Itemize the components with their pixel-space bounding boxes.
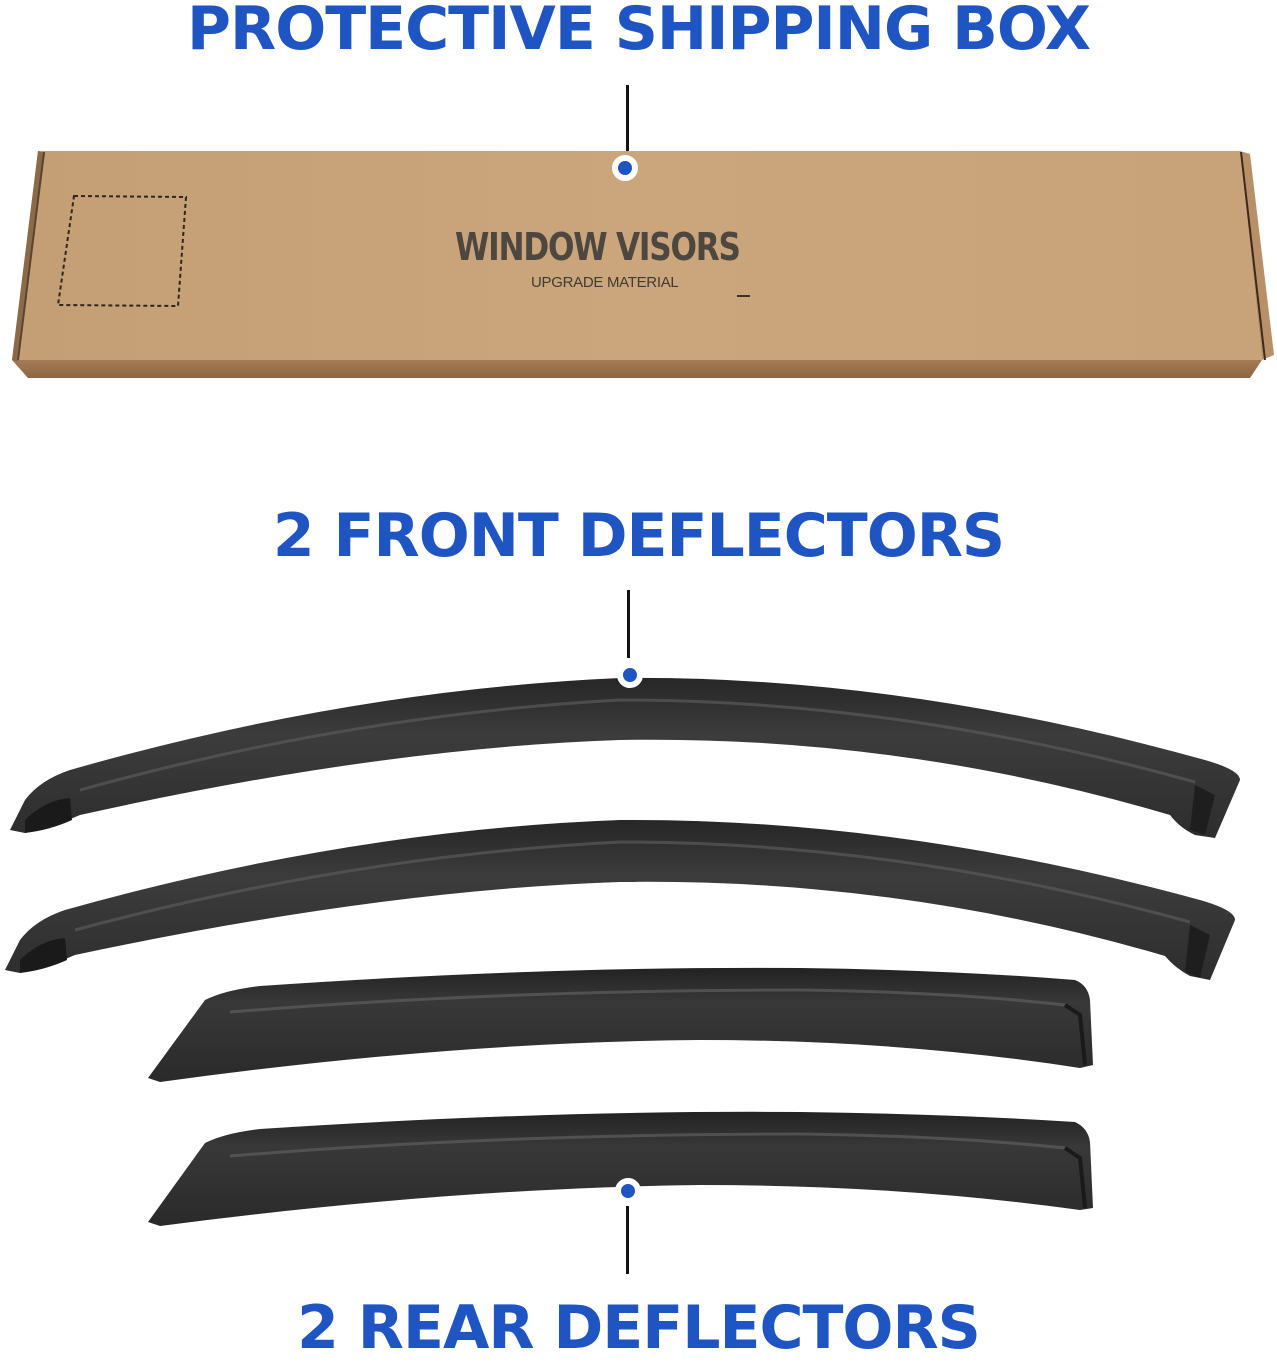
- rear-deflector-2: [148, 1111, 1093, 1226]
- heading-rear-deflectors: 2 REAR DEFLECTORS: [297, 1293, 981, 1363]
- front-deflector-2: [5, 819, 1235, 980]
- leader-line-rear: [626, 1206, 629, 1274]
- box-print-title: WINDOW VISORS: [455, 225, 741, 269]
- shipping-box-image: [0, 140, 1277, 400]
- box-print-subtitle: UPGRADE MATERIAL: [531, 274, 679, 291]
- heading-shipping-box: PROTECTIVE SHIPPING BOX: [187, 0, 1091, 64]
- rear-deflector-1: [148, 967, 1093, 1082]
- marker-dot-box: [612, 155, 638, 181]
- heading-front-deflectors: 2 FRONT DEFLECTORS: [272, 501, 1005, 571]
- marker-dot-front: [617, 662, 643, 688]
- deflectors-image: [0, 660, 1277, 1240]
- front-deflector-1: [10, 677, 1240, 838]
- marker-dot-rear: [615, 1178, 641, 1204]
- leader-line-box: [626, 85, 629, 155]
- leader-line-front: [627, 590, 630, 658]
